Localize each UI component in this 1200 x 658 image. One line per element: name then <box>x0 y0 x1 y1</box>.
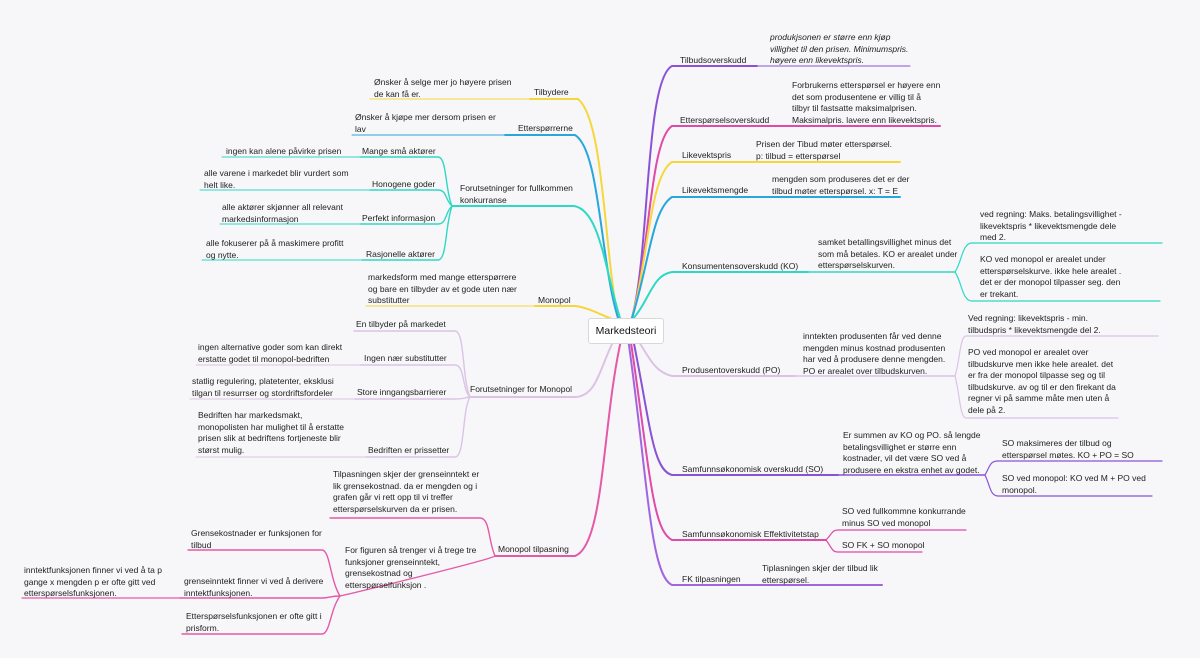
node-fullkommen[interactable]: Forutsetninger for fullkommen konkurrans… <box>460 183 573 205</box>
note-ko: samket betallingsvillighet minus det som… <box>818 237 958 270</box>
note-likevektsmengde: mengden som produseres det er der tilbud… <box>772 174 910 196</box>
note-mtilpasning-item-3: Etterspørselsfunksjonen er ofte gitt i p… <box>186 611 322 633</box>
note-tilbudsoverskudd: produkjsonen er større enn kjøp villighe… <box>770 32 909 65</box>
connector-fullkommen-1 <box>359 156 453 207</box>
note-tilbydere: Ønsker å selge mer jo høyere prisen de k… <box>374 77 512 99</box>
node-so[interactable]: Samfunnsøkonomisk overskudd (SO) <box>682 464 824 474</box>
note-po-sub-1: Ved regning: likevektspris - min. tilbud… <box>968 313 1101 335</box>
node-likevektsmengde[interactable]: Likevektsmengde <box>682 185 749 195</box>
connector-fullkommen <box>451 205 621 319</box>
note-fmonopol-item-3: statlig regulering, platetenter, eksklus… <box>192 376 334 398</box>
note-mtilpasning-item-2: grenseinntekt finner vi ved å derivere i… <box>184 576 324 598</box>
node-ettersporselsoverskudd[interactable]: Etterspørselsoverskudd <box>680 115 770 125</box>
node-ko[interactable]: Konsumentensoverskudd (KO) <box>682 261 799 271</box>
note-fullkommen-item-1: ingen kan alene påvirke prisen <box>226 146 342 156</box>
note-mtilpasning-item-1: Grensekostnader er funksjonen for tilbud <box>191 528 322 550</box>
node-fmonopol-item-1[interactable]: En tilbyder på markedet <box>356 319 446 329</box>
note-so: Er summen av KO og PO. så lengde betalin… <box>843 430 981 475</box>
node-tilbudsoverskudd[interactable]: Tilbudsoverskudd <box>680 55 747 65</box>
connector-ko <box>631 271 809 321</box>
node-forutsetninger-monopol[interactable]: Forutsetninger for Monopol <box>470 384 573 394</box>
note-fmonopol-item-2: ingen alternative goder som kan direkt e… <box>198 342 343 364</box>
node-monopol[interactable]: Monopol <box>538 295 571 305</box>
connector-so <box>631 333 839 476</box>
node-fmonopol-item-4[interactable]: Bedriften er prissetter <box>368 445 450 455</box>
connector-mtilpasning <box>494 335 623 557</box>
node-fullkommen-item-4[interactable]: Rasjonelle aktører <box>366 249 435 259</box>
note-fullkommen-item-3: alle aktører skjønner all relevant marke… <box>222 202 343 224</box>
node-fk-tilpasningen[interactable]: FK tilpasningen <box>682 574 741 584</box>
note-ko-sub-2: KO ved monopol er arealet under etterspø… <box>980 254 1122 299</box>
note-eff-2: SO FK + SO monopol <box>842 540 925 550</box>
note-so-sub-1: SO maksimeres der tilbud og etterspørsel… <box>1002 438 1134 460</box>
note-monopol: markedsform med mange etterspørrere og b… <box>368 272 517 305</box>
root-node-markedsteori[interactable]: Markedsteori <box>588 318 664 344</box>
note-fullkommen-item-4: alle fokuserer på å maskimere profitt og… <box>206 238 344 260</box>
note-fullkommen-item-2: alle varene i markedet blir vurdert som … <box>204 168 349 190</box>
note-eff-1: SO ved fullkommne konkurrande minus SO v… <box>842 506 966 528</box>
connector-likevektspris <box>631 161 901 319</box>
connector-fullkommen-2 <box>369 189 453 207</box>
note-mtilpasning-2: For figuren så trenger vi å trege tre fu… <box>345 545 477 590</box>
node-fmonopol-item-2[interactable]: Ingen nær substitutter <box>364 353 447 363</box>
note-fmonopol-item-4: Bedriften har markedsmakt, monopolisten … <box>198 410 344 455</box>
node-fmonopol-item-3[interactable]: Store inngangsbarrierer <box>357 387 447 397</box>
node-ettersporrerne[interactable]: Etterspørrerne <box>518 123 573 133</box>
note-po: inntekten produsenten får ved denne meng… <box>803 331 946 376</box>
note-so-sub-2: SO ved monopol: KO ved M + PO ved monopo… <box>1002 473 1146 495</box>
connector-likevektsmengde <box>631 196 901 319</box>
note-po-sub-2: PO ved monopol er arealet over tilbudsku… <box>968 347 1116 415</box>
note-ko-sub-1: ved regning: Maks. betalingsvillighet - … <box>980 209 1122 242</box>
connector-ettersporrerne <box>504 134 619 319</box>
note-ettersporselsoverskudd: Forbrukerns etterspørsel er høyere enn d… <box>792 80 941 125</box>
node-fullkommen-item-1[interactable]: Mange små aktører <box>362 146 436 156</box>
note-ettersporrerne: Ønsker å kjøpe mer dersom prisen er lav <box>355 112 496 134</box>
connector-tilbydere <box>529 98 619 319</box>
node-fullkommen-item-2[interactable]: Honogene goder <box>372 179 436 189</box>
node-po[interactable]: Produsentoverskudd (PO) <box>682 365 781 375</box>
node-effektivitetstap[interactable]: Samfunnsøkonomisk Effektivitetstap <box>682 529 819 539</box>
note-likevektspris: Prisen der Tibud møter etterspørsel. p: … <box>756 139 893 161</box>
node-tilbydere[interactable]: Tilbydere <box>534 87 569 97</box>
connector-eff <box>629 335 827 541</box>
note-mtilpasning-1: Tilpasningen skjer der grenseinntekt er … <box>333 469 480 514</box>
connector-fullkommen-3 <box>359 205 453 225</box>
note-mtilpasning-item-2-sub: inntektfunksjonen finner vi ved å ta p g… <box>24 565 162 598</box>
node-fullkommen-item-3[interactable]: Perfekt informasjon <box>362 213 436 223</box>
node-monopol-tilpasning[interactable]: Monopol tilpasning <box>498 544 569 554</box>
connector-fullkommen-4 <box>361 205 453 261</box>
node-likevektspris[interactable]: Likevektspris <box>682 150 732 160</box>
note-fk-tilpasningen: Tiplasningen skjer der tilbud lik etters… <box>762 563 878 585</box>
connector-fk <box>627 337 883 586</box>
